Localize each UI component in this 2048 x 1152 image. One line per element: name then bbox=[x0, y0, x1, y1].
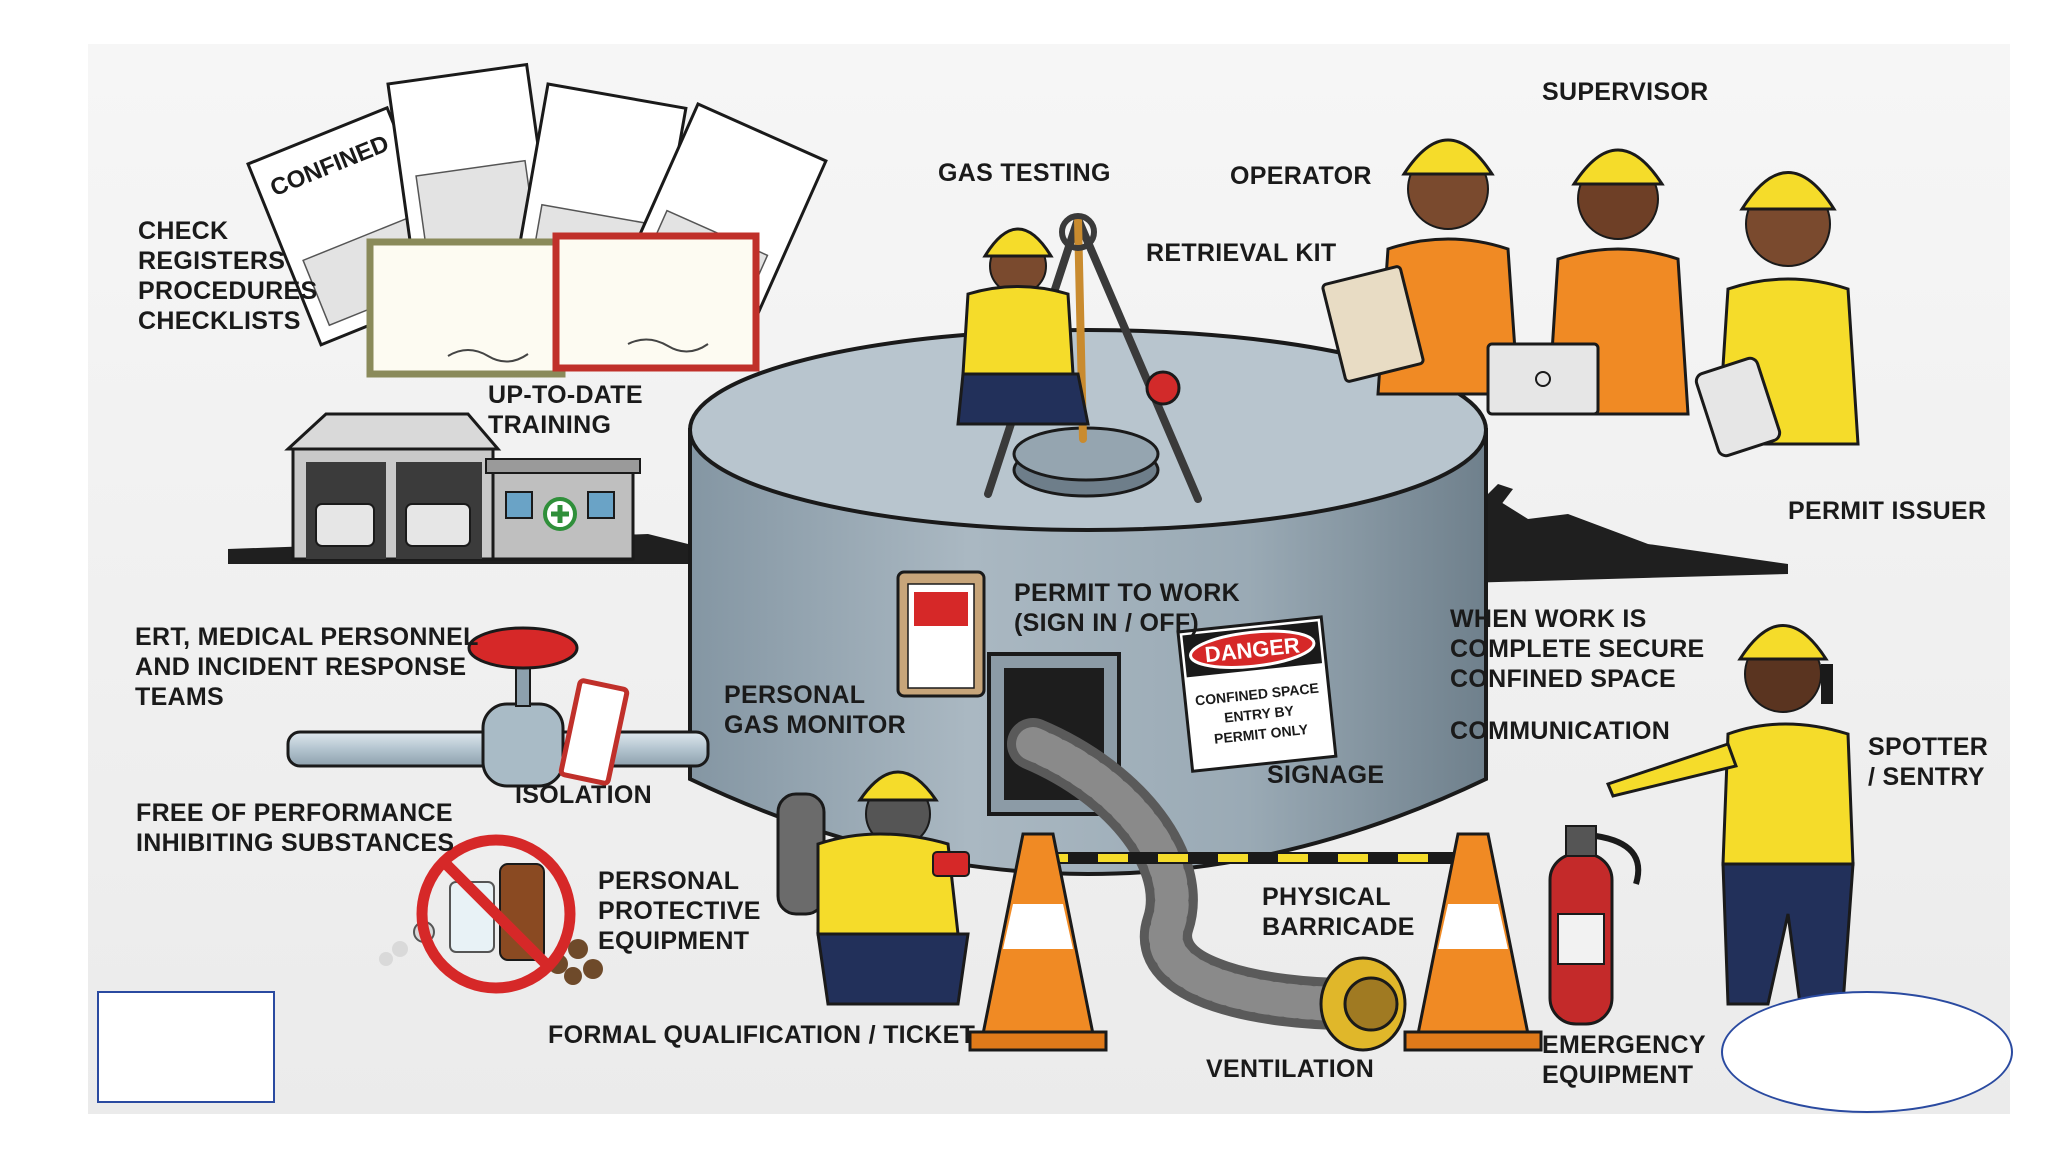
no-drugs-symbol bbox=[379, 834, 603, 994]
label-signage: SIGNAGE bbox=[1267, 761, 1385, 789]
isolation-valve bbox=[286, 626, 710, 788]
label-permit-issuer: PERMIT ISSUER bbox=[1788, 497, 1987, 525]
label-gas-testing: GAS TESTING bbox=[938, 159, 1111, 187]
danger-sign: DANGER CONFINED SPACE ENTRY BY PERMIT ON… bbox=[1176, 615, 1338, 773]
worker-operator bbox=[1321, 138, 1520, 396]
cert-general-awareness bbox=[366, 238, 566, 378]
physical-barricade bbox=[968, 832, 1543, 1052]
label-emergency-equipment: EMERGENCY EQUIPMENT bbox=[1542, 1031, 1706, 1089]
cone-left bbox=[968, 832, 1108, 1052]
worker-gas-monitor bbox=[776, 770, 970, 1006]
worker-gas-tester bbox=[956, 227, 1090, 426]
label-operator: OPERATOR bbox=[1230, 162, 1372, 190]
documents-stack: CONFINED bbox=[246, 62, 828, 378]
label-ventilation: VENTILATION bbox=[1206, 1055, 1375, 1083]
label-spotter-sentry: SPOTTER / SENTRY bbox=[1868, 733, 1989, 791]
permit-clipboard bbox=[896, 570, 986, 698]
doc-isolation bbox=[386, 62, 557, 284]
annotation-rectangle bbox=[97, 991, 275, 1103]
ventilation-hose bbox=[1007, 718, 1407, 1052]
label-ert-medical: ERT, MEDICAL PERSONNEL AND INCIDENT RESP… bbox=[135, 623, 479, 711]
cone-right bbox=[1403, 832, 1543, 1052]
ert-building bbox=[284, 412, 641, 561]
scene-artwork: CONFINED bbox=[88, 44, 2010, 1114]
label-formal-qualification: FORMAL QUALIFICATION / TICKET bbox=[548, 1021, 976, 1049]
confined-space-tank bbox=[688, 328, 1488, 877]
label-retrieval-kit: RETRIEVAL KIT bbox=[1146, 239, 1337, 267]
label-secure-confined-space: WHEN WORK IS COMPLETE SECURE CONFINED SP… bbox=[1450, 605, 1705, 693]
ground-right bbox=[1428, 494, 1788, 584]
label-permit-to-work: PERMIT TO WORK (SIGN IN / OFF) bbox=[1014, 579, 1240, 637]
label-ppe: PERSONAL PROTECTIVE EQUIPMENT bbox=[598, 867, 761, 955]
fire-extinguisher bbox=[1548, 825, 1642, 1026]
danger-sign-body-2: ENTRY BY bbox=[1223, 702, 1295, 725]
label-communication: COMMUNICATION bbox=[1450, 717, 1671, 745]
confined-space-illustration: CONFINED bbox=[88, 44, 2013, 1114]
label-isolation: ISOLATION bbox=[515, 781, 652, 809]
label-supervisor: SUPERVISOR bbox=[1542, 78, 1709, 106]
cert-confined-space bbox=[552, 232, 760, 372]
worker-permit-issuer bbox=[1694, 171, 1860, 458]
worker-supervisor bbox=[1486, 148, 1690, 416]
label-free-of-substances: FREE OF PERFORMANCE INHIBITING SUBSTANCE… bbox=[136, 799, 455, 857]
label-check-registers: CHECK REGISTERS PROCEDURES CHECKLISTS bbox=[138, 217, 318, 335]
label-physical-barricade: PHYSICAL BARRICADE bbox=[1262, 883, 1415, 941]
annotation-ellipse bbox=[1721, 991, 2013, 1113]
label-personal-gas-monitor: PERSONAL GAS MONITOR bbox=[724, 681, 907, 739]
worker-spotter bbox=[1605, 624, 1855, 1006]
label-up-to-date-training: UP-TO-DATE TRAINING bbox=[488, 381, 643, 439]
